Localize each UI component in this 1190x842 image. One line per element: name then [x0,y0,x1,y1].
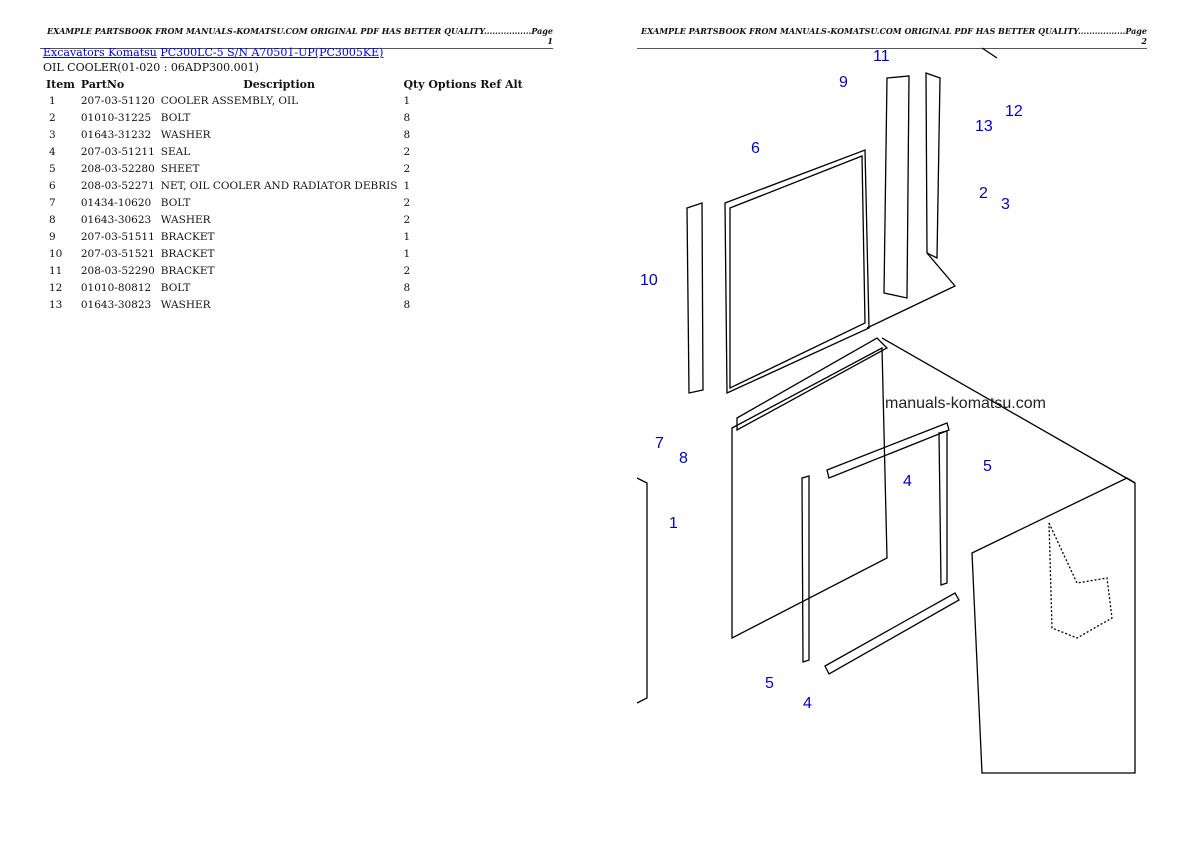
parts-diagram: 11 9 12 13 6 23 10 78 4 5 1 5 4 manuals-komatsu.com [637,47,1136,774]
cell-qty: 1 [403,230,411,243]
table-row: 5 208-03-52280 SHEET 2 [43,160,526,177]
cell-qty: 8 [403,281,411,294]
cell-partno: 208-03-52271 [80,179,155,192]
callout-label: 5 [983,458,992,475]
cell-description: BRACKET [160,264,215,277]
callout-label: 2 [979,185,988,202]
callout-label: 7 [655,435,664,452]
cell-item: 7 [49,196,56,209]
table-row: 13 01643-30823 WASHER 8 [43,296,526,313]
cell-partno: 01010-31225 [80,111,152,124]
cell-partno: 01643-31232 [80,128,152,141]
table-row: 6 208-03-52271 NET, OIL COOLER AND RADIATO… [43,177,526,194]
cell-description: WASHER [160,128,211,141]
cell-item: 2 [49,111,56,124]
breadcrumb-link-excavators[interactable]: Excavators Komatsu [43,46,157,59]
col-description: Description [243,77,315,91]
cell-partno: 01434-10620 [80,196,152,209]
table-row: 11 208-03-52290 BRACKET 2 [43,262,526,279]
cell-partno: 208-03-52290 [80,264,155,277]
callout-label: 9 [839,74,848,91]
cell-description: WASHER [160,213,211,226]
cell-description: COOLER ASSEMBLY, OIL [160,94,299,107]
cell-item: 11 [49,264,63,277]
cell-description: BRACKET [160,247,215,260]
cell-item: 4 [49,145,56,158]
section-title: OIL COOLER(01-020 : 06ADP300.001) [43,61,259,74]
cell-qty: 2 [403,145,411,158]
col-partno: PartNo [80,77,125,91]
cell-partno: 01010-80812 [80,281,152,294]
cell-qty: 1 [403,179,411,192]
cell-qty: 8 [403,111,411,124]
table-row: 4 207-03-51211 SEAL 2 [43,143,526,160]
cell-description: WASHER [160,298,211,311]
breadcrumb-link-model[interactable]: PC300LC-5 S/N A70501-UP(PC3005KE) [160,46,384,59]
table-row: 8 01643-30623 WASHER 2 [43,211,526,228]
cell-item: 1 [49,94,56,107]
callout-label: 3 [1001,196,1010,213]
callout-label: 1 [669,515,678,532]
diagram-lines [637,47,1136,774]
cell-qty: 2 [403,196,411,209]
callout-label: 4 [803,695,812,712]
cell-item: 3 [49,128,56,141]
table-row: 12 01010-80812 BOLT 8 [43,279,526,296]
table-row: 2 01010-31225 BOLT 8 [43,109,526,126]
cell-item: 12 [49,281,63,294]
page1-header: EXAMPLE PARTSBOOK FROM MANUALS-KOMATSU.C… [40,26,553,49]
table-row: 1 207-03-51120 COOLER ASSEMBLY, OIL 1 [43,92,526,109]
table-row: 7 01434-10620 BOLT 2 [43,194,526,211]
cell-description: NET, OIL COOLER AND RADIATOR DEBRIS [160,179,398,192]
callout-label: 12 [1005,103,1023,120]
cell-description: BOLT [160,196,191,209]
page2-header: EXAMPLE PARTSBOOK FROM MANUALS-KOMATSU.C… [637,26,1147,49]
cell-qty: 1 [403,247,411,260]
cell-qty: 2 [403,264,411,277]
callout-label: 6 [751,140,760,157]
table-row: 3 01643-31232 WASHER 8 [43,126,526,143]
cell-partno: 207-03-51521 [80,247,155,260]
parts-table: Item PartNo Description Qty Options Ref … [43,76,526,313]
cell-description: BOLT [160,281,191,294]
table-row: 10 207-03-51521 BRACKET 1 [43,245,526,262]
cell-partno: 207-03-51120 [80,94,155,107]
cell-item: 8 [49,213,56,226]
callout-label: 4 [903,473,912,490]
cell-description: BRACKET [160,230,215,243]
cell-partno: 208-03-52280 [80,162,155,175]
cell-partno: 207-03-51511 [80,230,155,243]
cell-item: 5 [49,162,56,175]
cell-qty: 8 [403,128,411,141]
cell-qty: 1 [403,94,411,107]
col-qty-options: Qty Options Ref Alt [403,77,523,91]
table-row: 9 207-03-51511 BRACKET 1 [43,228,526,245]
cell-description: SHEET [160,162,200,175]
cell-item: 6 [49,179,56,192]
cell-qty: 8 [403,298,411,311]
cell-partno: 207-03-51211 [80,145,155,158]
cell-qty: 2 [403,162,411,175]
callout-label: 13 [975,118,993,135]
cell-description: BOLT [160,111,191,124]
cell-item: 10 [49,247,63,260]
cell-qty: 2 [403,213,411,226]
cell-description: SEAL [160,145,191,158]
breadcrumb: Excavators Komatsu PC300LC-5 S/N A70501-… [43,46,383,59]
cell-item: 13 [49,298,63,311]
col-item: Item [46,77,75,91]
cell-partno: 01643-30823 [80,298,152,311]
callout-label: 8 [679,450,688,467]
callout-label: 11 [873,48,890,65]
cell-partno: 01643-30623 [80,213,152,226]
watermark: manuals-komatsu.com [885,395,1046,412]
callout-label: 5 [765,675,774,692]
cell-item: 9 [49,230,56,243]
callout-label: 10 [640,272,658,289]
